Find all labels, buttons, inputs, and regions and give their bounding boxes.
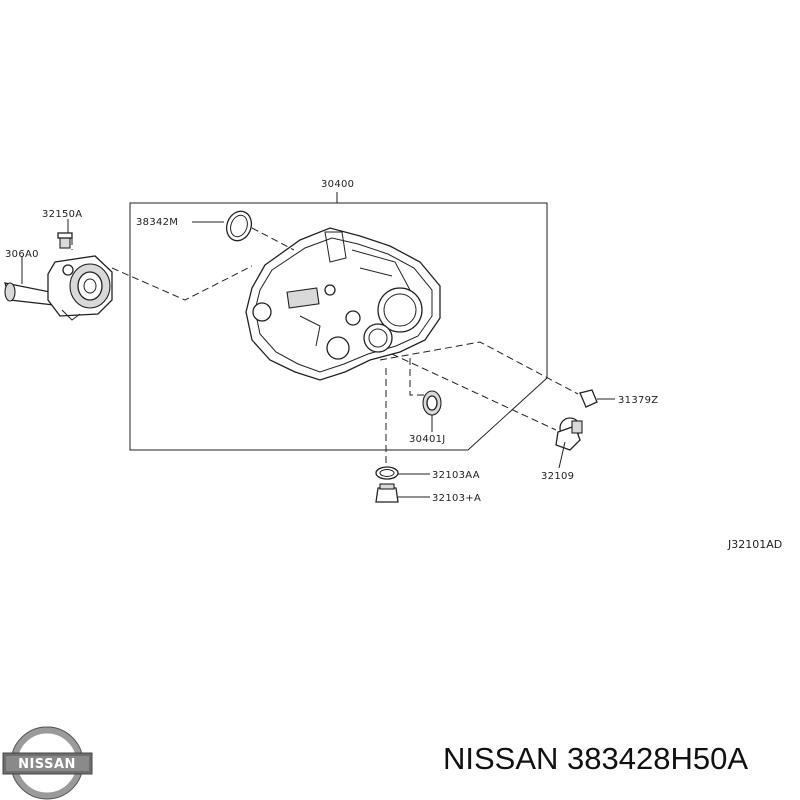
bolt-32150A <box>57 232 73 249</box>
callout-32150A: 32150A <box>42 209 82 220</box>
o-ring-38342M <box>225 210 253 242</box>
transmission-case <box>245 227 441 381</box>
callout-31379Z: 31379Z <box>618 395 658 406</box>
pinion-32109 <box>555 417 583 451</box>
callout-32103A: 32103+A <box>432 493 481 504</box>
gasket-32103AA <box>375 466 399 480</box>
group-frame <box>129 202 548 451</box>
callout-30401J: 30401J <box>409 434 446 445</box>
callout-32103AA: 32103AA <box>432 470 480 481</box>
nissan-logo-icon: NISSAN <box>2 726 93 800</box>
callout-30400: 30400 <box>321 179 354 190</box>
clip-31379Z <box>579 389 598 408</box>
callout-38342M: 38342M <box>136 217 178 228</box>
logo-text: NISSAN <box>18 757 76 772</box>
release-cylinder-306A0 <box>4 255 113 321</box>
part-number-caption: NISSAN 383428H50A <box>443 741 749 776</box>
callout-32109: 32109 <box>541 471 574 482</box>
drawing-code: J32101AD <box>727 538 782 551</box>
plug-32103A <box>375 483 399 503</box>
oil-seal-30401J <box>422 390 442 416</box>
callout-306A0: 306A0 <box>5 249 39 260</box>
